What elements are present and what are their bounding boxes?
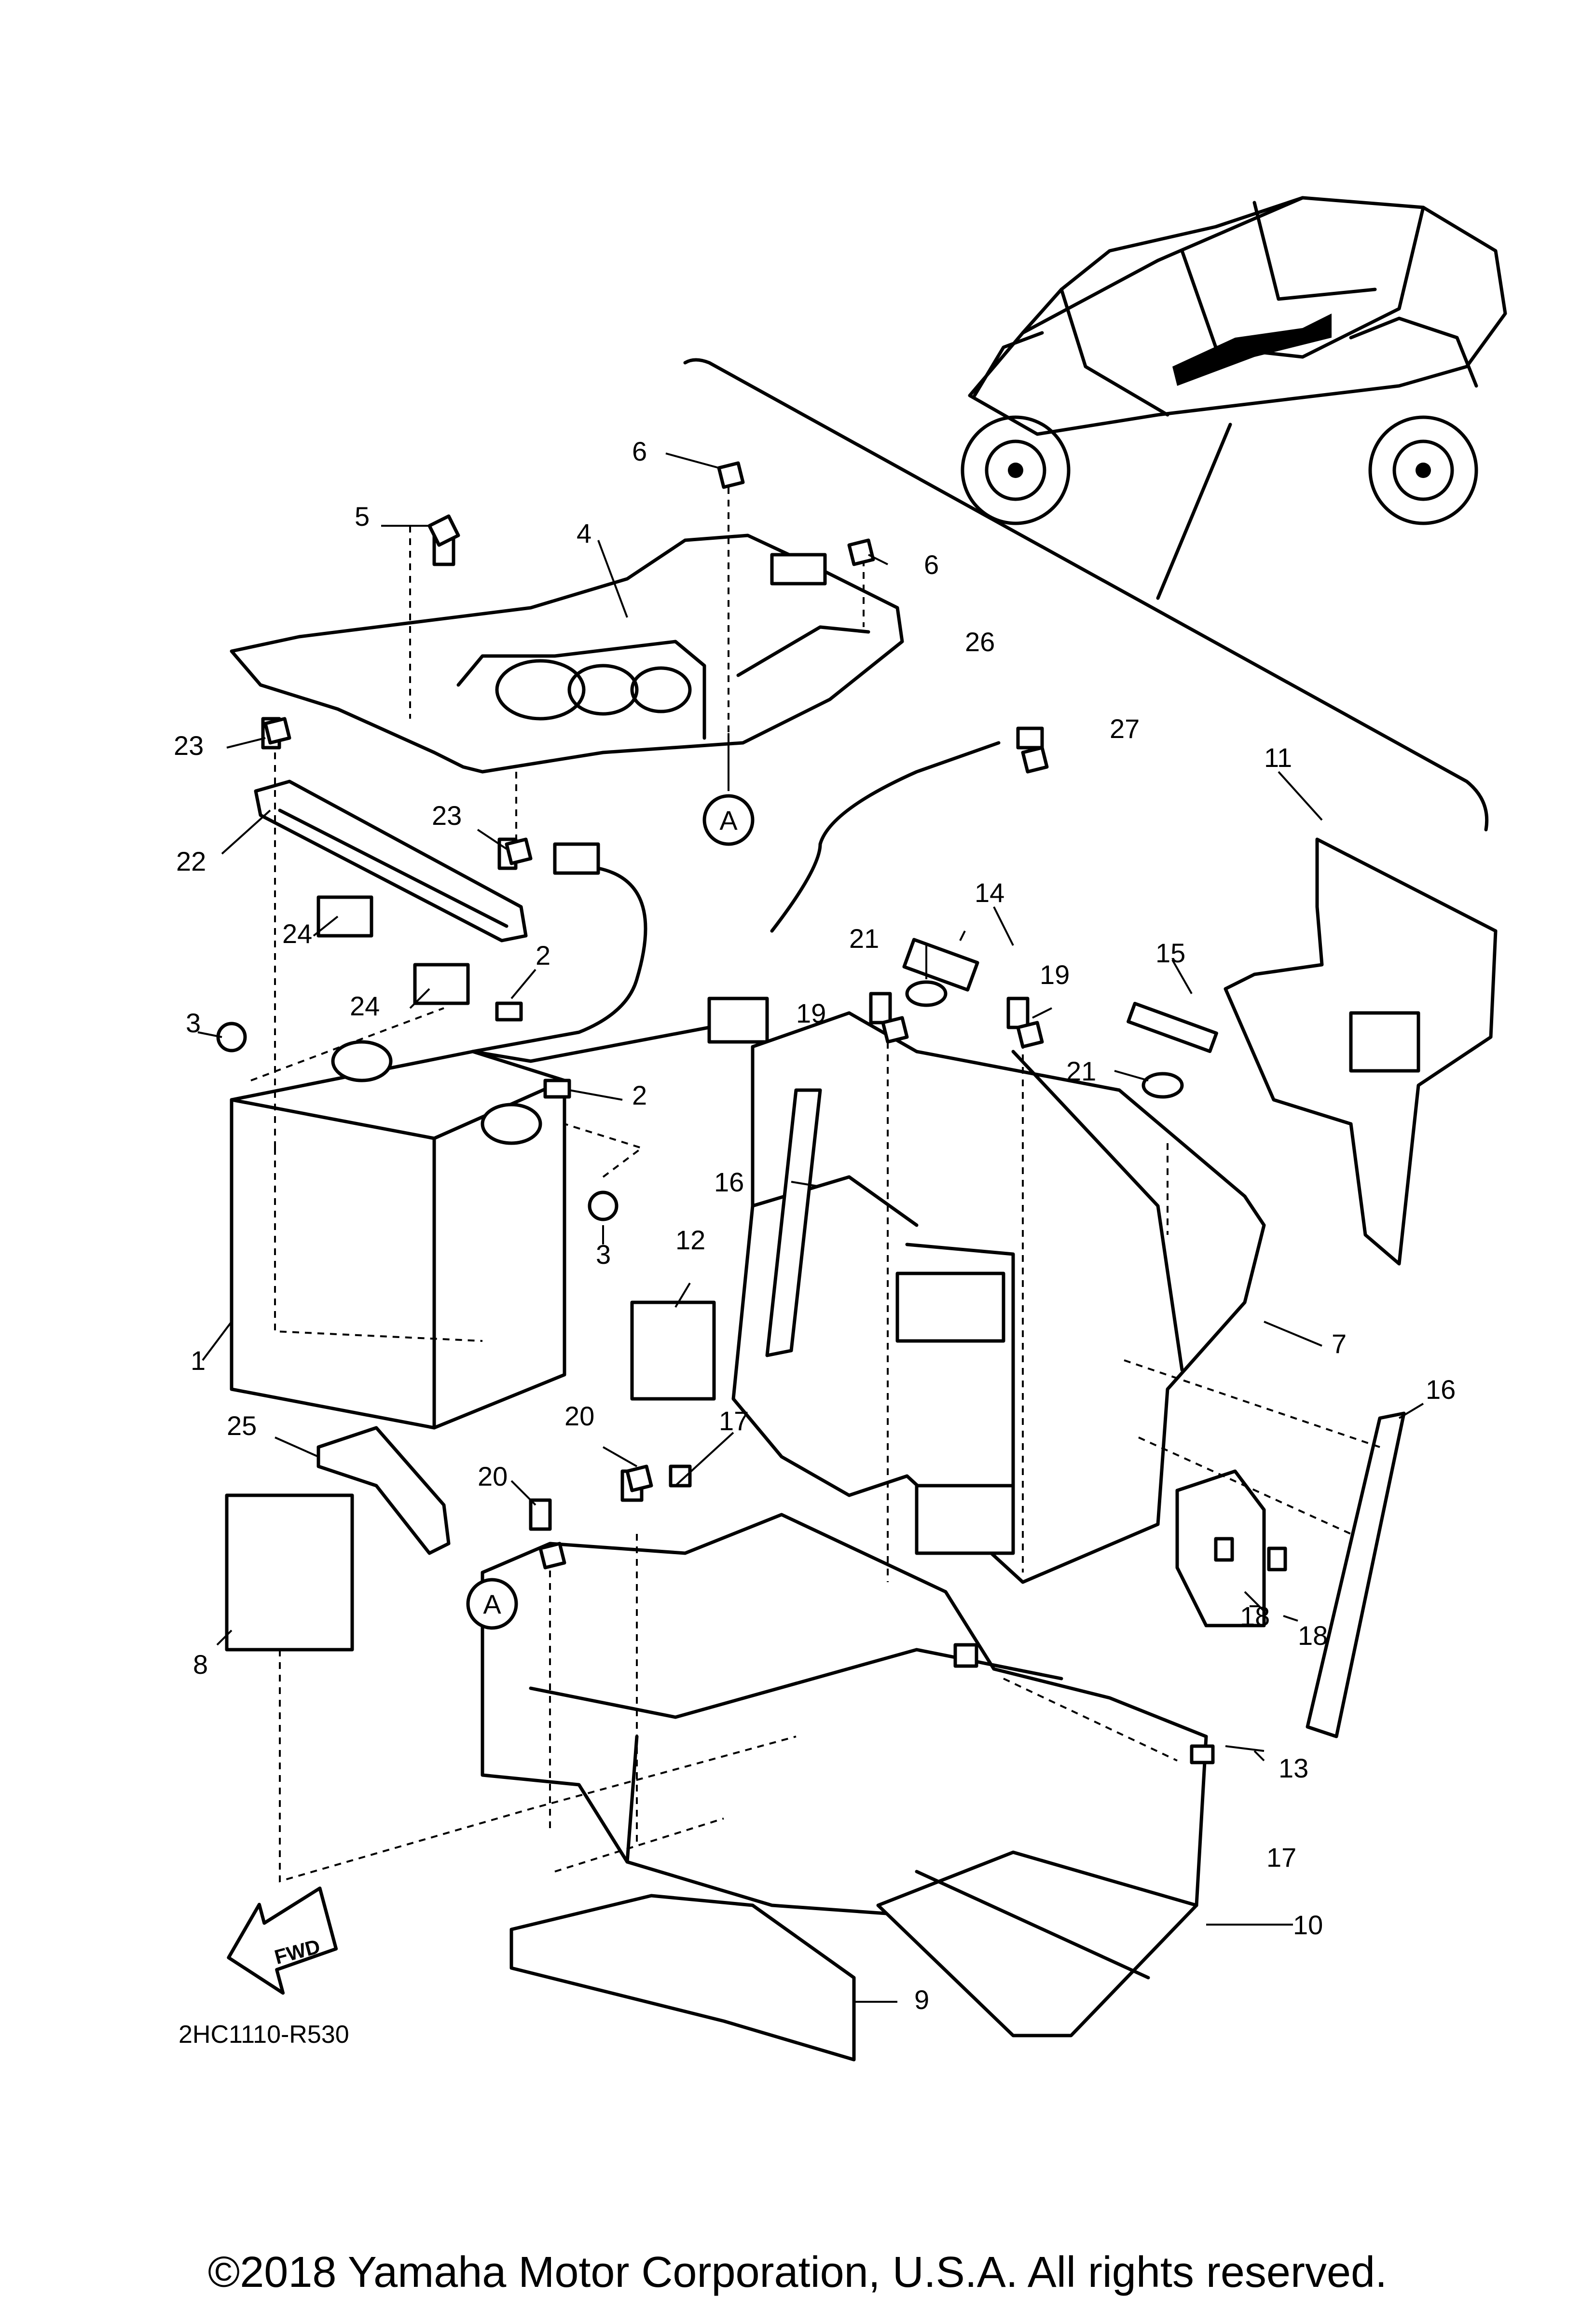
callout-a-bottom: A (466, 1578, 518, 1630)
part-label-24b: 24 (350, 991, 380, 1021)
part-label-21a: 21 (849, 923, 879, 954)
cover-part-11 (1224, 837, 1498, 1266)
part-label-18b: 18 (1298, 1620, 1328, 1651)
part-label-9: 9 (914, 1984, 929, 2015)
part-label-1: 1 (191, 1345, 206, 1376)
part-label-16a: 16 (714, 1167, 744, 1197)
part-label-3a: 3 (186, 1008, 201, 1038)
part-label-18a: 18 (1240, 1601, 1270, 1631)
part-label-19b: 19 (1040, 959, 1070, 990)
part-label-7: 7 (1332, 1328, 1347, 1359)
callout-a-top-letter: A (719, 805, 738, 835)
part-labels: 1 2 2 3 3 4 5 6 6 7 8 9 10 11 12 13 14 1… (174, 436, 1456, 2015)
part-label-25: 25 (227, 1410, 257, 1441)
tray-plate-part-9 (509, 1894, 856, 2062)
callout-a-top: A (702, 794, 755, 846)
part-label-23a: 23 (174, 730, 204, 761)
part-label-10: 10 (1293, 1910, 1323, 1940)
part-label-20b: 20 (564, 1401, 594, 1431)
part-label-6b: 6 (924, 549, 939, 580)
part-label-13: 13 (1279, 1753, 1308, 1783)
part-label-27: 27 (1110, 713, 1140, 744)
part-label-12: 12 (675, 1225, 705, 1255)
cable-part-26 (471, 741, 1001, 1063)
part-label-3b: 3 (596, 1239, 611, 1270)
section-boundary-line (683, 358, 1489, 832)
part-label-24a: 24 (282, 918, 312, 949)
diagram-code: 2HC1110-R530 (179, 2021, 349, 2049)
part-label-21b: 21 (1066, 1056, 1096, 1086)
vehicle-illustration (961, 196, 1507, 600)
leader-lines (197, 452, 1424, 2003)
part-label-14: 14 (975, 877, 1004, 908)
part-label-17b: 17 (1266, 1842, 1296, 1873)
reference-lines (250, 487, 1380, 1883)
part-label-6a: 6 (632, 436, 647, 466)
part-label-23b: 23 (432, 800, 462, 831)
battery-part-1 (230, 1040, 566, 1430)
part-label-15: 15 (1155, 938, 1185, 968)
part-label-16b: 16 (1426, 1374, 1456, 1405)
lower-tray-part-10 (481, 1513, 1208, 2037)
battery-box-part-7 (731, 1011, 1266, 1584)
bracket-part-22 (254, 779, 528, 943)
part-label-26: 26 (965, 627, 995, 657)
part-label-19a: 19 (796, 998, 826, 1028)
part-label-5: 5 (355, 501, 370, 532)
copyright-notice: ©2018 Yamaha Motor Corporation, U.S.A. A… (207, 2248, 1388, 2297)
part-label-20a: 20 (478, 1461, 508, 1491)
hardware-fasteners (263, 461, 1049, 1570)
part-label-8: 8 (193, 1649, 208, 1680)
part-label-2a: 2 (536, 940, 550, 971)
part-label-4: 4 (577, 518, 591, 548)
part-label-11: 11 (1264, 742, 1292, 773)
panel-part-4 (230, 533, 904, 774)
callout-a-bottom-letter: A (483, 1589, 501, 1619)
block-part-24 (316, 895, 470, 1005)
part-label-22: 22 (176, 846, 206, 876)
fwd-arrow: FWD (227, 1887, 338, 1995)
small-parts (216, 533, 1406, 1764)
part-label-17a: 17 (719, 1406, 749, 1436)
part-label-2b: 2 (632, 1080, 647, 1110)
